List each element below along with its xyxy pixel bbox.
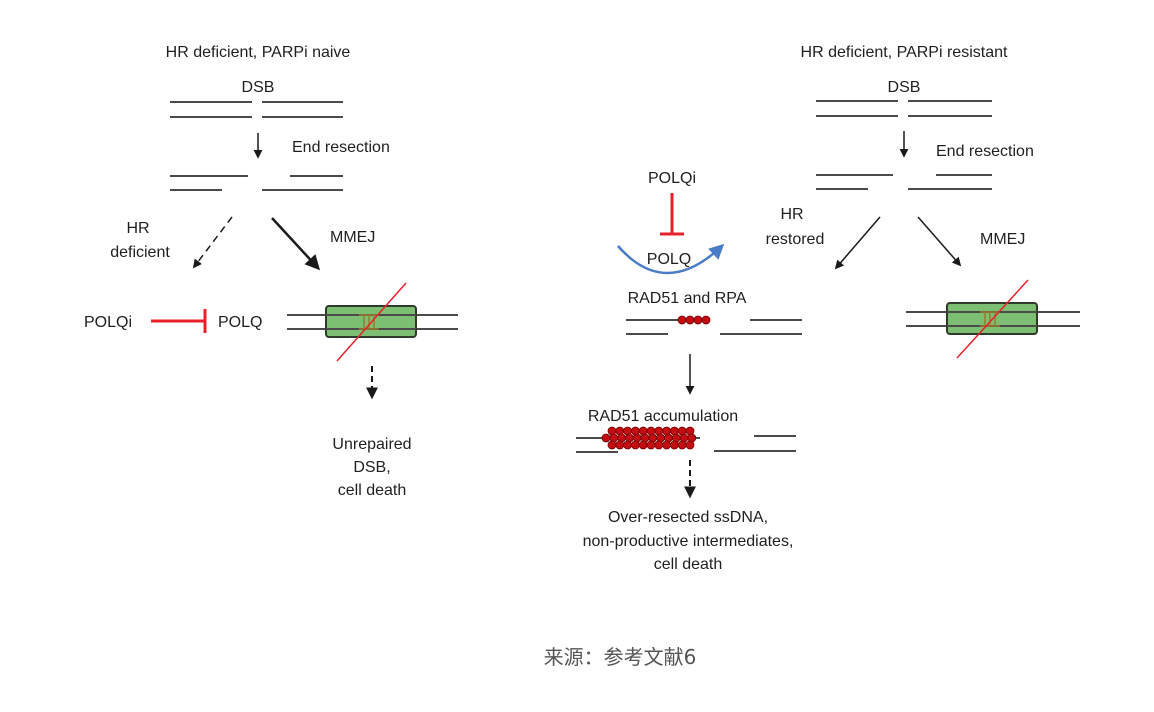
right-outcome-line1: Over-resected ssDNA, — [608, 509, 768, 526]
rad51-bead — [638, 440, 648, 450]
left-mmej-label: MMEJ — [330, 229, 375, 246]
right-accumulation-duplex — [576, 426, 796, 453]
right-mmej-product — [906, 279, 1080, 359]
right-mmej-arrow — [917, 216, 962, 267]
left-hr-dashed-arrow — [192, 216, 233, 269]
left-outcome-line3: cell death — [338, 482, 407, 499]
rad51-bead — [662, 440, 671, 450]
source-caption: 来源：参考文献6 — [544, 645, 697, 669]
rad51-bead — [607, 440, 617, 450]
right-rpa-duplex — [626, 315, 802, 335]
left-microhomology-bridge — [359, 314, 379, 330]
right-polq-arc-arrow — [617, 243, 725, 275]
rad51-bead — [677, 440, 687, 450]
right-resected-duplex — [816, 174, 992, 190]
right-rad51-rpa-label: RAD51 and RPA — [628, 290, 747, 307]
right-strike-line — [956, 279, 1029, 359]
rad51-bead — [631, 440, 640, 450]
right-polq-label: POLQ — [647, 251, 691, 268]
rad51-bead — [623, 440, 632, 450]
right-outcome-line2: non-productive intermediates, — [583, 533, 794, 550]
left-resected-duplex — [170, 175, 343, 191]
right-rad51-accumulation-label: RAD51 accumulation — [588, 408, 738, 425]
left-outcome-line1: Unrepaired — [332, 436, 411, 453]
right-dsb-label: DSB — [888, 79, 921, 96]
left-inhibition-symbol — [151, 309, 207, 333]
right-outcome-line3: cell death — [654, 556, 723, 573]
right-end-resection-label: End resection — [936, 143, 1034, 160]
left-panel: HR deficient, PARPi naive DSB End resect… — [84, 44, 458, 499]
left-polq-label: POLQ — [218, 314, 262, 331]
left-outcome-line2: DSB, — [353, 459, 390, 476]
right-panel: HR deficient, PARPi resistant DSB End re… — [576, 44, 1080, 573]
rad51-rpa-beads — [677, 315, 711, 325]
left-strike-line — [336, 282, 407, 362]
right-hr-label: HR — [780, 206, 803, 223]
right-hr-arrow — [834, 216, 881, 270]
left-end-resection-label: End resection — [292, 139, 390, 156]
rad51-bead — [615, 440, 625, 450]
rad51-bead — [601, 433, 611, 443]
rad51-bead — [646, 440, 656, 450]
left-dsb-label: DSB — [242, 79, 275, 96]
right-panel-title: HR deficient, PARPi resistant — [801, 44, 1008, 61]
left-dsb-duplex — [170, 101, 343, 118]
rad51-bead — [685, 440, 695, 450]
right-inhibition-symbol — [660, 193, 684, 236]
right-microhomology-bridge — [980, 311, 1000, 327]
right-mmej-label: MMEJ — [980, 231, 1025, 248]
left-panel-title: HR deficient, PARPi naive — [166, 44, 351, 61]
left-polqi-label: POLQi — [84, 314, 132, 331]
rad51-accumulation-beads — [601, 426, 697, 450]
rad51-bead — [670, 440, 679, 450]
left-mmej-product — [287, 282, 458, 362]
rad51-bead — [654, 440, 664, 450]
left-deficient-label: deficient — [110, 244, 170, 261]
left-mmej-arrow — [271, 217, 321, 271]
left-hr-label: HR — [126, 220, 149, 237]
right-dsb-duplex — [816, 100, 992, 117]
right-polqi-label: POLQi — [648, 170, 696, 187]
right-restored-label: restored — [766, 231, 825, 248]
